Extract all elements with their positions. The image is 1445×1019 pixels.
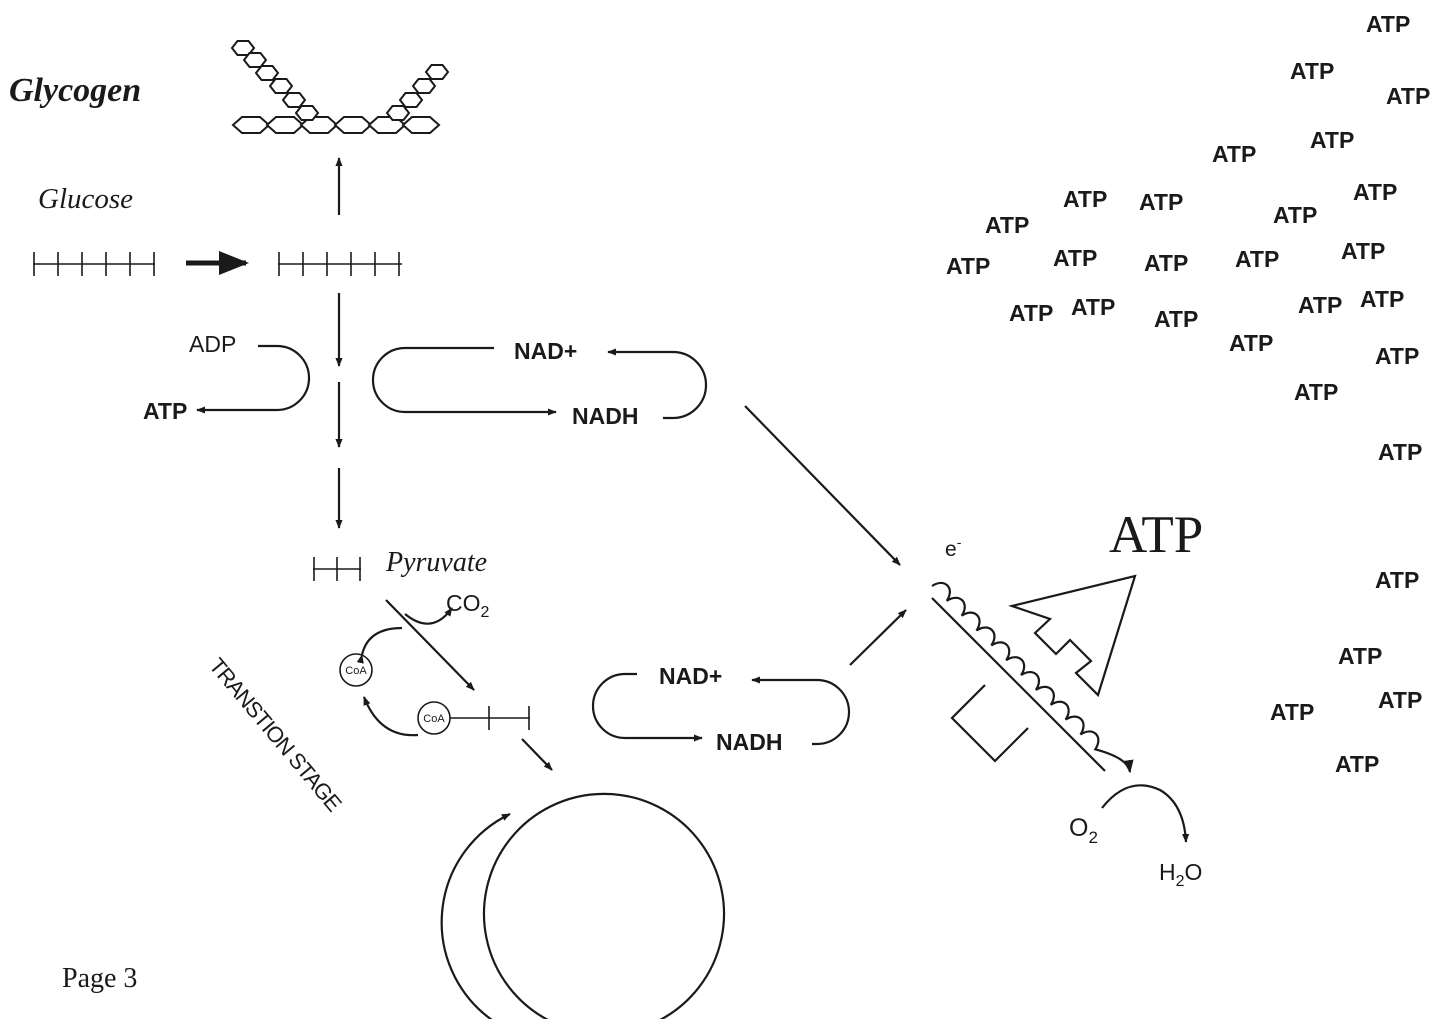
- coa-cycle-arrow-bottom: [362, 696, 419, 737]
- glycogen-branch-ring: [268, 78, 294, 94]
- atp-cloud: ATP ATP ATP ATP ATP ATP ATP ATP ATP ATP ATP ATP ATP A…: [946, 11, 1430, 777]
- atp-cloud-label: ATP: [1375, 343, 1419, 369]
- krebs-cycle-entry-arrow: [440, 813, 511, 1019]
- glycogen-branch-ring: [242, 52, 268, 68]
- glycogen-branch-ring: [230, 40, 256, 56]
- nad-to-nadh-loop-2: [591, 672, 703, 742]
- page-number: Page 3: [62, 963, 137, 994]
- glycogen-branch-ring: [398, 92, 424, 108]
- glycogen-branch-ring: [411, 78, 437, 94]
- atp-cloud-label: ATP: [1335, 751, 1379, 777]
- atp-cloud-label: ATP: [1009, 300, 1053, 326]
- o2-label: O2: [1069, 814, 1098, 847]
- atp-cloud-label: ATP: [1290, 58, 1334, 84]
- co2-release-arrow: [404, 607, 453, 625]
- atp-cloud-label: ATP: [1386, 83, 1430, 109]
- atp-cloud-label: ATP: [1053, 245, 1097, 271]
- atp-glycolysis-label: ATP: [143, 398, 187, 424]
- acetyl-to-krebs-arrow: [521, 738, 553, 771]
- h2o-label: H2O: [1159, 859, 1202, 890]
- adp-label: ADP: [189, 331, 236, 357]
- atp-cloud-label: ATP: [1071, 294, 1115, 320]
- adp-to-atp-arrow: [196, 344, 311, 414]
- atp-cloud-label: ATP: [1366, 11, 1410, 37]
- atp-cloud-label: ATP: [1063, 186, 1107, 212]
- atp-cloud-label: ATP: [1273, 202, 1317, 228]
- atp-cloud-label: ATP: [1341, 238, 1385, 264]
- h2o-subscript: 2: [1176, 873, 1185, 890]
- atp-cloud-label: ATP: [1378, 687, 1422, 713]
- atp-cloud-label: ATP: [1360, 286, 1404, 312]
- nadh-to-nad-loop-1: [607, 348, 708, 420]
- atp-cloud-label: ATP: [1229, 330, 1273, 356]
- glycogen-branch-ring: [281, 92, 307, 108]
- glycogen-ring: [333, 116, 373, 134]
- glycogen-label: Glycogen: [9, 72, 141, 109]
- glycogen-branch-ring: [385, 105, 411, 121]
- atp-cloud-label: ATP: [1154, 306, 1198, 332]
- nad-plus-label-2: NAD+: [659, 663, 722, 689]
- co2-subscript: 2: [481, 604, 490, 621]
- membrane-line: [931, 597, 1106, 772]
- atp-cloud-label: ATP: [1353, 179, 1397, 205]
- electron-label: e-: [945, 534, 962, 561]
- nadh-to-etc-arrow-2: [849, 609, 907, 666]
- atp-cloud-label: ATP: [1310, 127, 1354, 153]
- glucose-chain-1: [33, 252, 155, 276]
- atp-cloud-label: ATP: [1144, 250, 1188, 276]
- glycogen-ring: [401, 116, 441, 134]
- atp-cloud-label: ATP: [946, 253, 990, 279]
- coa-cycle-arrow-top: [356, 626, 403, 664]
- atp-cloud-label: ATP: [1378, 439, 1422, 465]
- atp-cloud-label: ATP: [1139, 189, 1183, 215]
- krebs-cycle-circle: [482, 792, 726, 1019]
- atp-synthase-triangle: [1008, 574, 1137, 698]
- pyruvate-chain: [313, 557, 361, 581]
- atp-cloud-label: ATP: [1298, 292, 1342, 318]
- pyruvate-label: Pyruvate: [385, 547, 487, 578]
- pyruvate-to-acetyl-arrow: [385, 599, 475, 691]
- nadh-to-nad-loop-2: [751, 676, 851, 746]
- atp-cloud-label: ATP: [1294, 379, 1338, 405]
- glycogen-molecule-drawing: [230, 40, 450, 134]
- glucose-chain-2: [278, 252, 402, 276]
- transition-stage-label: TRANSTION STAGE: [204, 653, 346, 816]
- glycogen-branch-ring: [254, 65, 280, 81]
- glycogen-ring: [231, 116, 271, 134]
- glycogen-branch-ring: [424, 64, 450, 80]
- co2-label: CO2: [446, 590, 490, 621]
- nad-to-nadh-loop-1: [371, 346, 557, 416]
- electron-superscript: -: [957, 534, 962, 550]
- atp-cloud-label: ATP: [1338, 643, 1382, 669]
- atp-cloud-label: ATP: [985, 212, 1029, 238]
- coa-label-2: CoA: [423, 713, 445, 725]
- coa-circle-1: [339, 653, 373, 687]
- h2o-oxygen: O: [1185, 859, 1203, 885]
- atp-cloud-label: ATP: [1235, 246, 1279, 272]
- nadh-label-2: NADH: [716, 729, 782, 755]
- electron-transport-coil: [931, 581, 1134, 774]
- glucose-label: Glucose: [38, 183, 133, 215]
- atp-cloud-label: ATP: [1270, 699, 1314, 725]
- glycogen-branch-ring: [294, 105, 320, 121]
- acetyl-chain: [450, 706, 530, 730]
- oxygen-to-water-arrow: [1101, 784, 1190, 843]
- nad-plus-label-1: NAD+: [514, 338, 577, 364]
- glycogen-ring: [265, 116, 305, 134]
- atp-synthase-base: [950, 684, 1029, 763]
- o2-subscript: 2: [1088, 828, 1097, 847]
- atp-cloud-label: ATP: [1375, 567, 1419, 593]
- nadh-to-etc-arrow-1: [744, 405, 901, 566]
- atp-cloud-label: ATP: [1212, 141, 1256, 167]
- nadh-label-1: NADH: [572, 403, 638, 429]
- atp-large-label: ATP: [1109, 506, 1203, 564]
- coa-label-1: CoA: [345, 665, 367, 677]
